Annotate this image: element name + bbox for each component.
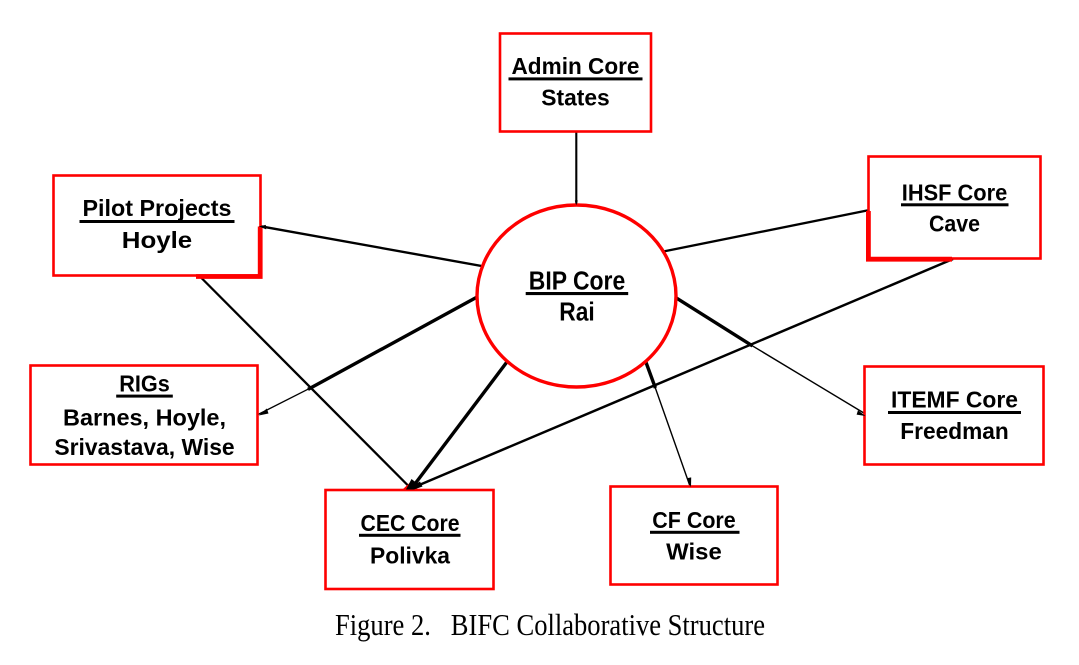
svg-text:Cave: Cave xyxy=(929,210,980,236)
svg-text:Admin Core: Admin Core xyxy=(512,53,640,79)
svg-text:Rai: Rai xyxy=(559,299,595,327)
svg-text:ITEMF Core: ITEMF Core xyxy=(891,387,1018,413)
svg-text:Wise: Wise xyxy=(666,538,722,564)
svg-text:RIGs: RIGs xyxy=(119,371,170,397)
svg-text:Pilot Projects: Pilot Projects xyxy=(83,195,232,221)
svg-text:Srivastava, Wise: Srivastava, Wise xyxy=(54,434,234,460)
svg-text:Hoyle: Hoyle xyxy=(122,227,192,253)
svg-text:BIP Core: BIP Core xyxy=(529,268,626,296)
svg-text:IHSF Core: IHSF Core xyxy=(902,180,1008,206)
svg-text:CF Core: CF Core xyxy=(652,507,735,533)
svg-text:CEC Core: CEC Core xyxy=(361,510,460,536)
svg-text:Polivka: Polivka xyxy=(370,543,450,569)
svg-text:Figure 2. BIFC Collaborative: Figure 2. BIFC Collaborative Structure xyxy=(335,608,765,642)
svg-text:Freedman: Freedman xyxy=(900,418,1009,444)
svg-text:Barnes, Hoyle,: Barnes, Hoyle, xyxy=(63,405,226,431)
svg-text:States: States xyxy=(541,85,610,111)
